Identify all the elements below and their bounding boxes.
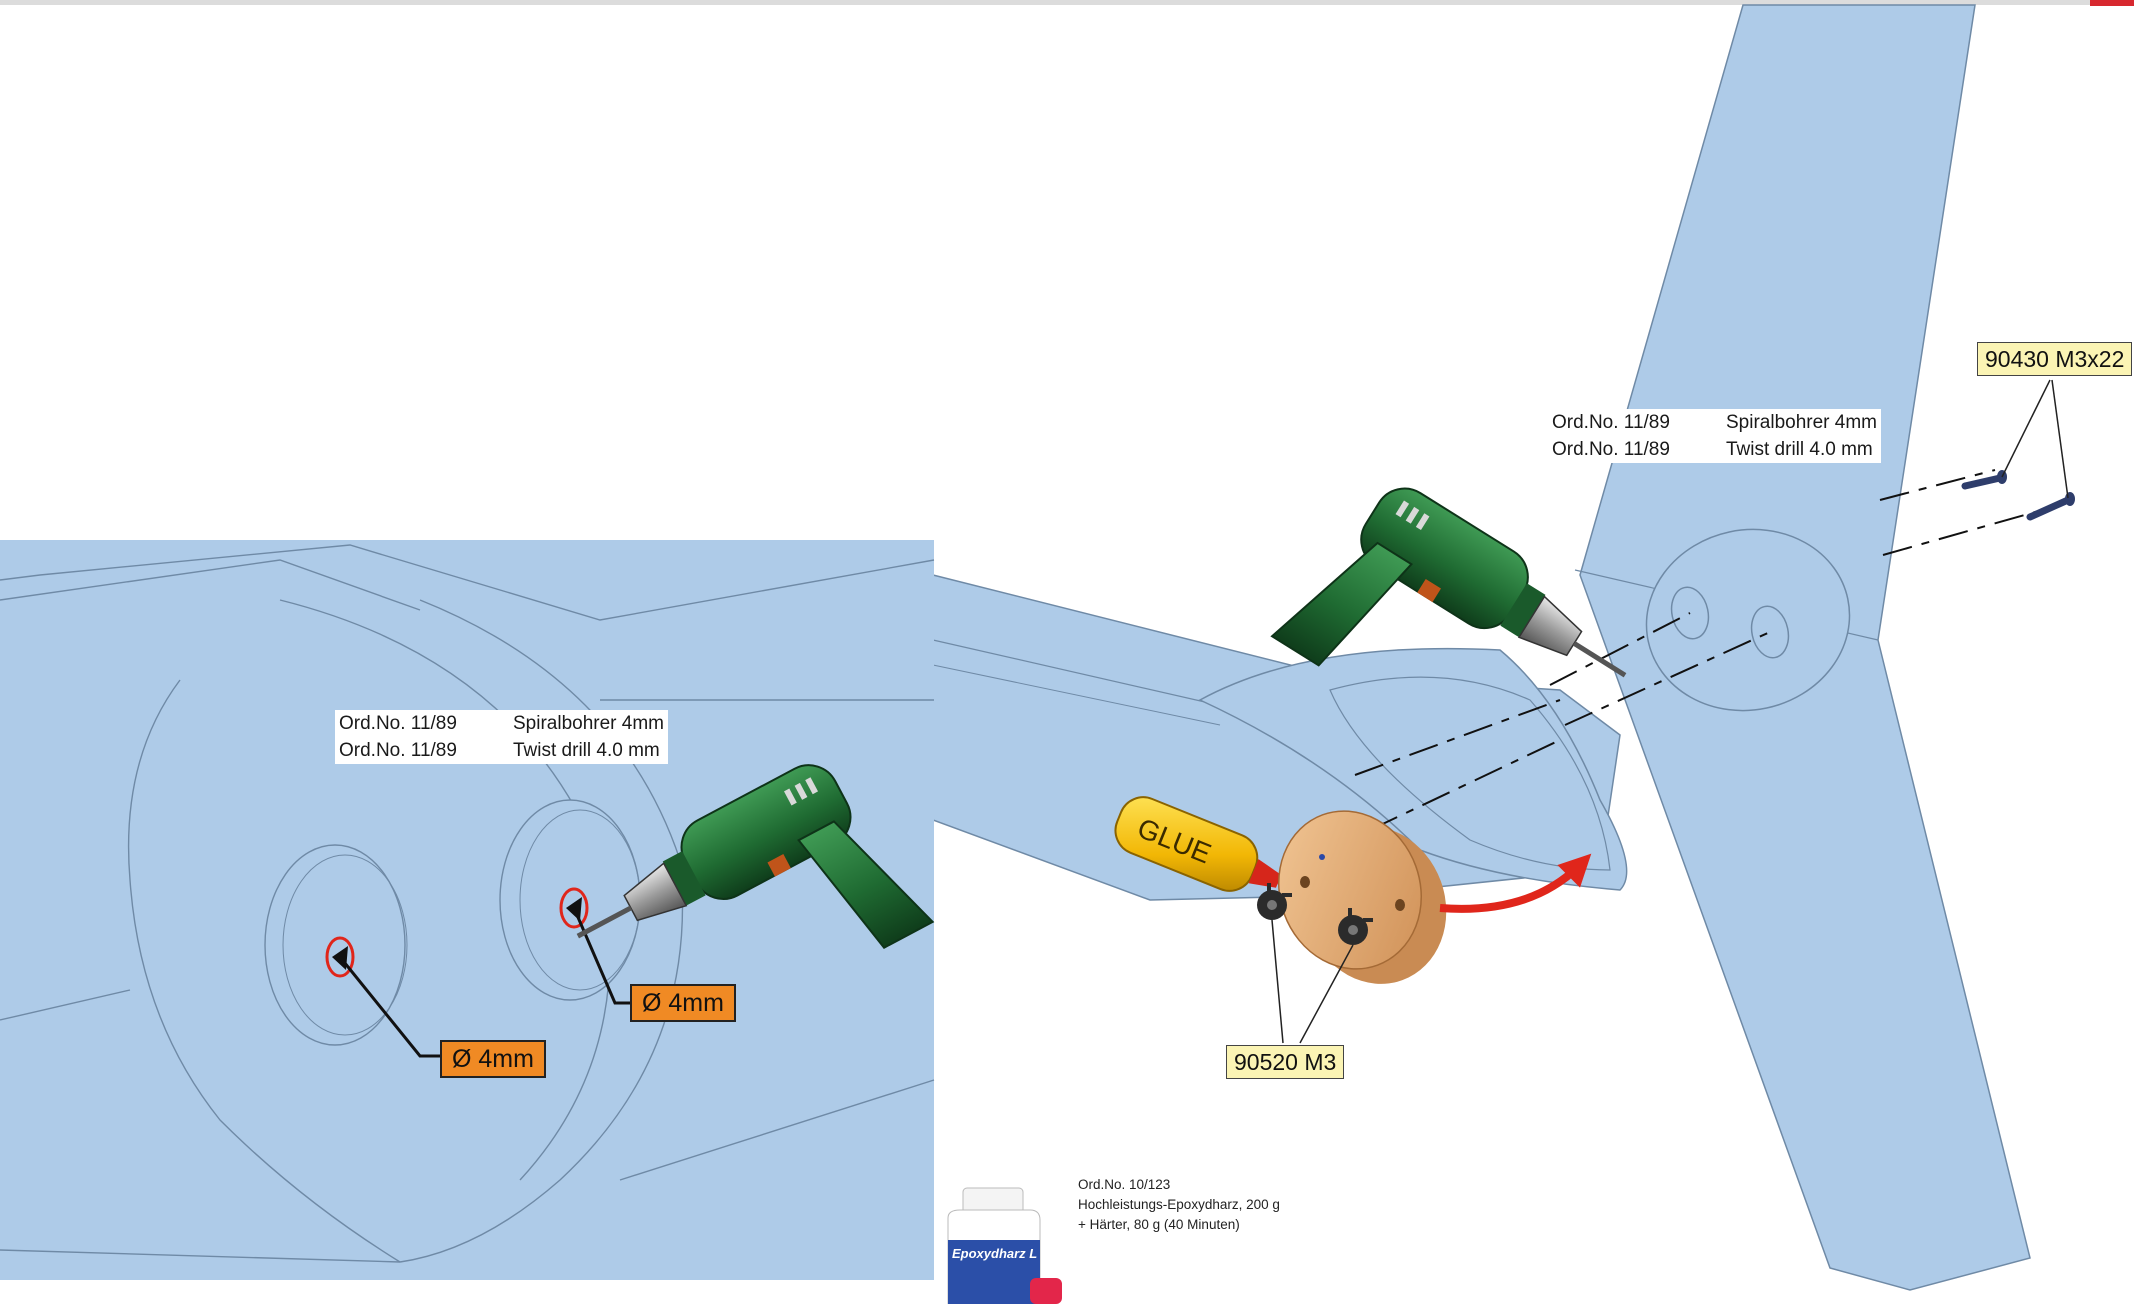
drill-icon [1270, 487, 1627, 678]
hole-size-tag-upper: Ø 4mm [630, 984, 736, 1022]
nut-leader-lines [1271, 919, 1354, 1044]
drill-ord-1: Ord.No. 11/89 [339, 713, 457, 734]
t-nut-right [1338, 908, 1373, 945]
drill-label-left: Ord.No. 11/89 Spiralbohrer 4mm Ord.No. 11… [335, 710, 668, 764]
cone-inner [1329, 676, 1611, 871]
insert-arrow [1439, 853, 1592, 913]
wooden-disc [1278, 810, 1447, 984]
bolt-part-tag: 90430 M3x22 [1977, 342, 2133, 376]
top-strip [0, 0, 2134, 5]
boom-line-2 [932, 664, 1221, 726]
epoxy-info: Ord.No. 10/123 Hochleistungs-Epoxydharz,… [1078, 1175, 1280, 1235]
drill-label-right: Ord.No. 11/89 Spiralbohrer 4mm Ord.No. 11… [1548, 409, 1881, 463]
epoxy-bottle-label: Epoxydharz L [952, 1246, 1037, 1261]
bolt-upper [1961, 470, 2007, 490]
drill-desc-1: Spiralbohrer 4mm [513, 713, 664, 734]
epoxy-ord: Ord.No. 10/123 [1078, 1177, 1171, 1192]
nut-part-tag: 90520 M3 [1226, 1045, 1345, 1079]
fin-hole-right [1750, 605, 1790, 659]
boom-line [932, 639, 1241, 711]
inset-panel [0, 540, 934, 1280]
epoxy-desc: Hochleistungs-Epoxydharz, 200 g [1078, 1197, 1280, 1212]
drill-ord-2: Ord.No. 11/89 [1552, 439, 1670, 460]
epoxy-bottle: Epoxydharz L [947, 1187, 1062, 1304]
alignment-lines [1354, 469, 2061, 831]
drill-ord-2: Ord.No. 11/89 [339, 740, 457, 761]
fuselage-cone [1198, 647, 1628, 891]
corner-marker [2090, 0, 2134, 6]
drill-desc-1: Spiralbohrer 4mm [1726, 412, 1877, 433]
drill-desc-2: Twist drill 4.0 mm [1726, 439, 1873, 460]
drill-ord-1: Ord.No. 11/89 [1552, 412, 1670, 433]
hole-size-tag-lower: Ø 4mm [440, 1040, 546, 1078]
inset-mount-upper [499, 799, 641, 1001]
fin-hole-left [1670, 586, 1710, 640]
epoxy-hardener: + Härter, 80 g (40 Minuten) [1078, 1217, 1240, 1232]
hole-leader-lines [338, 907, 632, 1058]
drill-desc-2: Twist drill 4.0 mm [513, 740, 660, 761]
drill-inset-icon [576, 764, 935, 949]
t-nut-left [1257, 883, 1292, 920]
bolt-leader-lines [2001, 379, 2069, 499]
